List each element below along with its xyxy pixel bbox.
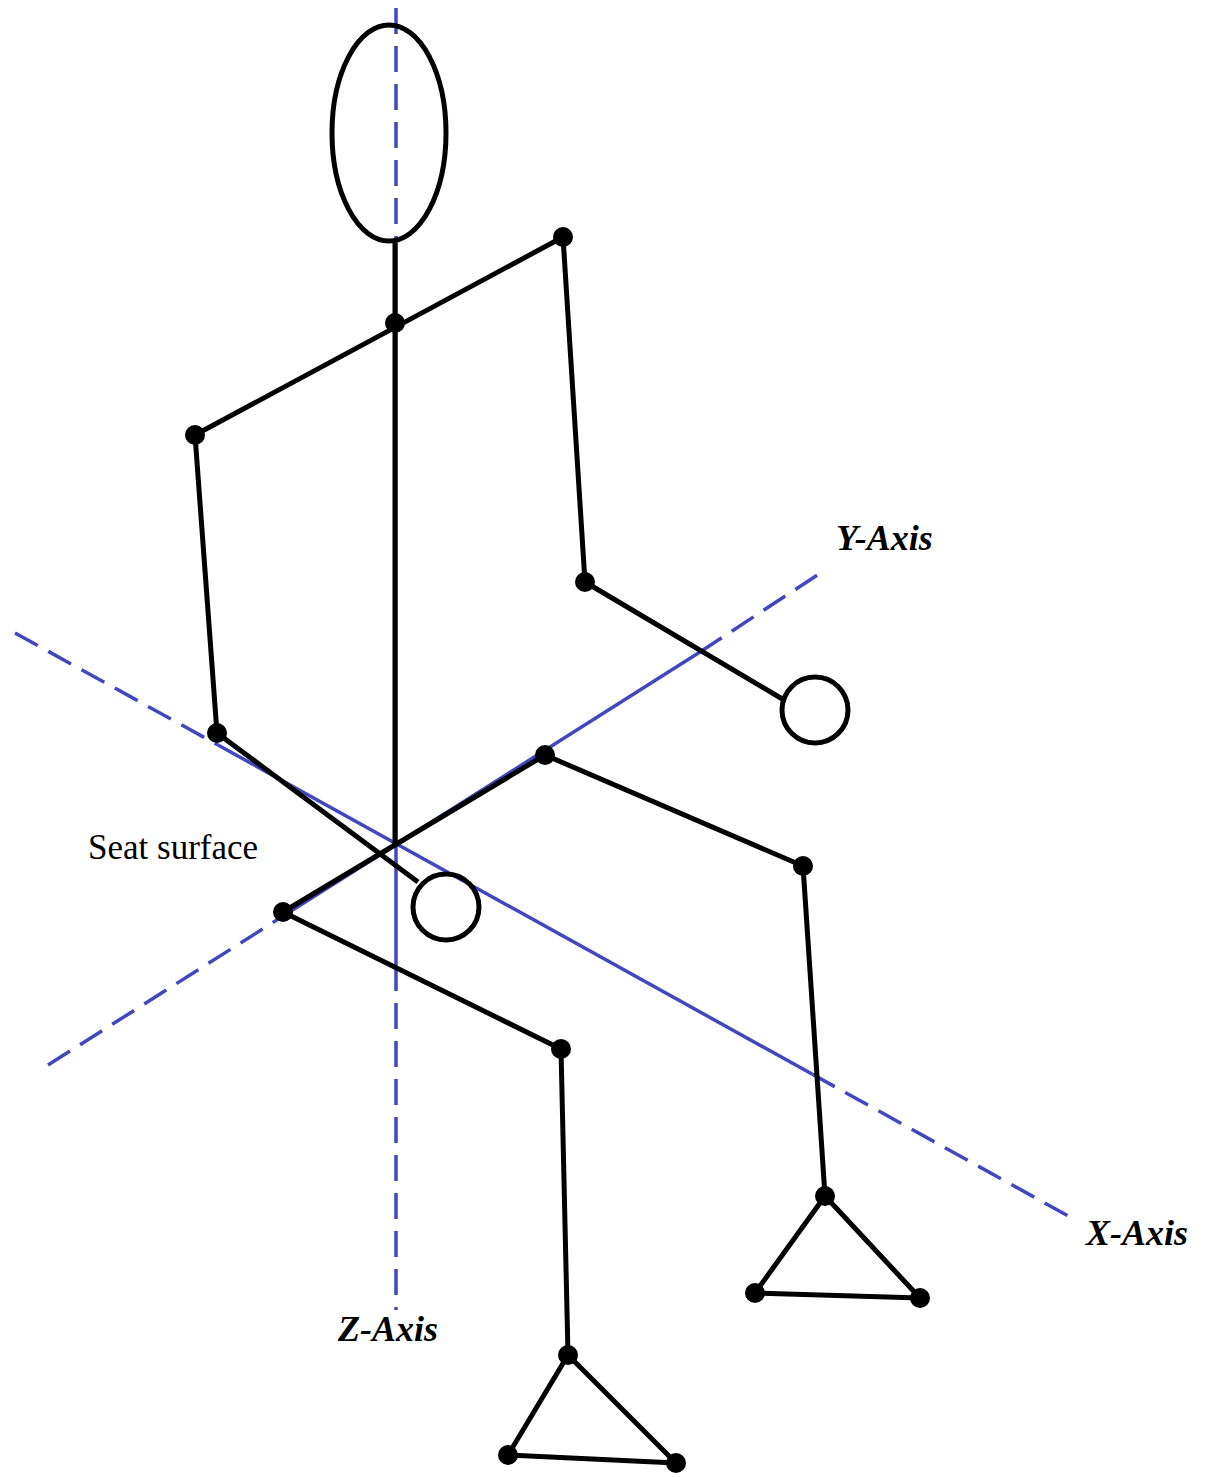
right-leg: [545, 755, 825, 1196]
stick-figure: [195, 25, 920, 1463]
joints: [185, 227, 930, 1473]
joint: [551, 1039, 571, 1059]
x-axis-dashed: [812, 1074, 1070, 1217]
spine: [393, 243, 398, 845]
joint: [910, 1288, 930, 1308]
joint: [793, 856, 813, 876]
joint: [815, 1186, 835, 1206]
y-axis-dashed: [700, 572, 822, 652]
axis-label: X-Axis: [1086, 1214, 1188, 1254]
x-axis-dashed: [15, 633, 218, 745]
head: [332, 25, 446, 241]
joint: [558, 1345, 578, 1365]
right-foot: [755, 1196, 920, 1298]
joint: [498, 1445, 518, 1465]
joint: [666, 1453, 686, 1473]
axes: [15, 8, 1070, 1310]
joint: [273, 902, 293, 922]
right-arm: [563, 237, 784, 700]
left-foot: [508, 1355, 676, 1463]
z-axis-dashed: [394, 965, 398, 1310]
left-arm: [195, 435, 418, 882]
joint: [385, 313, 405, 333]
right-hand: [782, 677, 848, 743]
left-hand: [413, 874, 479, 940]
y-axis-dashed: [48, 918, 280, 1065]
joint: [553, 227, 573, 247]
joint: [745, 1283, 765, 1303]
left-leg: [283, 912, 568, 1355]
z-axis-dashed: [394, 8, 398, 245]
shoulders: [195, 237, 563, 435]
hips: [283, 755, 545, 912]
axis-label: Y-Axis: [836, 519, 933, 559]
axis-label: Z-Axis: [338, 1310, 438, 1350]
joint: [185, 425, 205, 445]
joint: [535, 745, 555, 765]
y-axis: [280, 652, 700, 918]
joint: [575, 572, 595, 592]
joint: [207, 723, 227, 743]
region-label: Seat surface: [88, 829, 258, 868]
